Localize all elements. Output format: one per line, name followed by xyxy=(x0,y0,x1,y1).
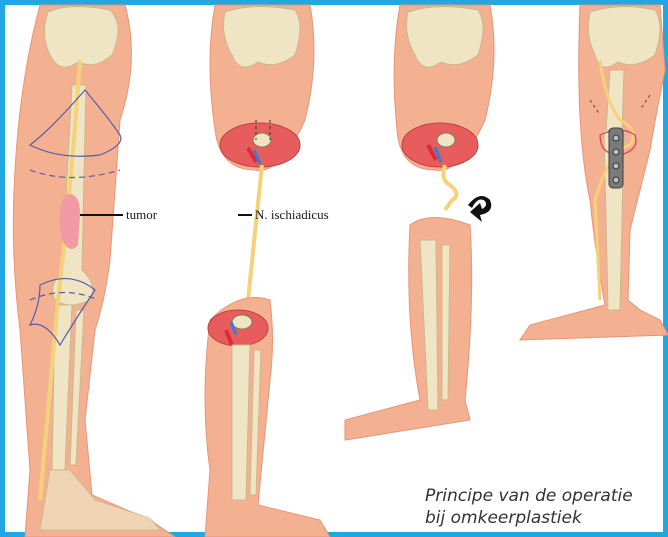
plate-screw xyxy=(613,177,619,183)
plate-screw xyxy=(613,135,619,141)
figure-caption: Principe van de operatie bij omkeerplast… xyxy=(425,485,633,529)
panel-4-reconstruction xyxy=(520,5,668,340)
pelvis-3 xyxy=(407,6,483,67)
nerve-label: N. ischiadicus xyxy=(255,207,329,223)
fibula-3 xyxy=(442,245,450,400)
rotated-leg-3 xyxy=(345,218,472,441)
caption-line-1: Principe van de operatie xyxy=(425,485,633,507)
pelvis-4 xyxy=(588,6,660,67)
plate-screw xyxy=(613,163,619,169)
tumor-label: tumor xyxy=(126,207,157,223)
pelvis-1 xyxy=(44,6,118,67)
lower-bone-2 xyxy=(232,315,252,329)
panel-3-rotation xyxy=(345,5,494,440)
stump-bone-3 xyxy=(437,133,455,147)
panel-1-leg-with-tumor xyxy=(13,5,175,537)
plate-screw xyxy=(613,149,619,155)
caption-line-2: bij omkeerplastiek xyxy=(425,507,633,529)
sciatic-nerve-3 xyxy=(443,165,456,210)
leg-1-silhouette xyxy=(13,5,175,537)
rotation-arrow-icon xyxy=(468,196,491,222)
panel-2-resection xyxy=(205,5,330,537)
pelvis-2 xyxy=(224,6,300,67)
